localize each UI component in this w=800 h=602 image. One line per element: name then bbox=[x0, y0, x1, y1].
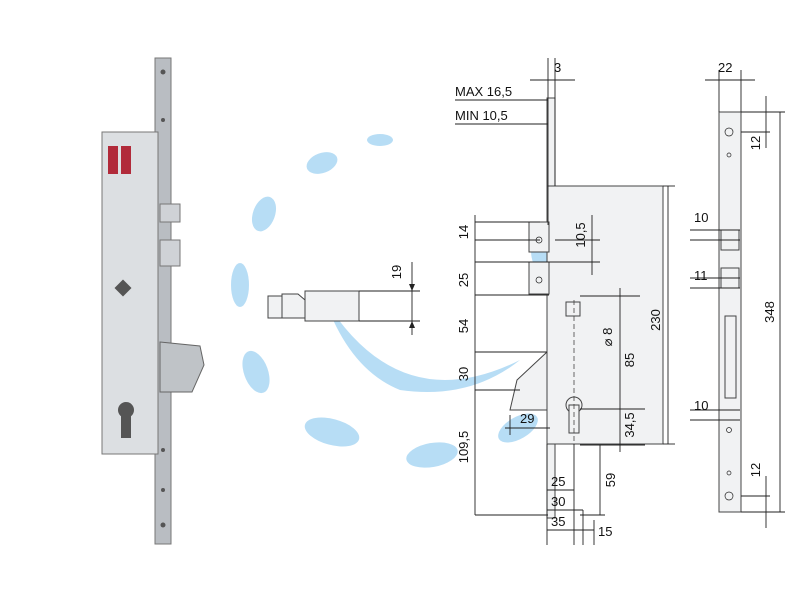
front-faceplate-drawing: 22 12 10 11 10 348 12 bbox=[690, 60, 785, 528]
dim-85: 85 bbox=[622, 353, 637, 367]
dim-11: 11 bbox=[694, 268, 708, 283]
dim-109-5: 109,5 bbox=[456, 431, 471, 464]
lock-photo bbox=[101, 57, 205, 545]
lock-case bbox=[101, 131, 159, 455]
side-elevation: MAX 16,5 MIN 10,5 3 14 25 54 30 109,5 10… bbox=[455, 58, 675, 545]
dim-29: 29 bbox=[520, 411, 534, 426]
dim-12-top: 12 bbox=[748, 136, 763, 150]
dim-max: MAX 16,5 bbox=[455, 84, 512, 99]
dim-30-bottom: 30 bbox=[551, 494, 565, 509]
dim-35: 35 bbox=[551, 514, 565, 529]
dim-230: 230 bbox=[648, 309, 663, 331]
dim-34-5: 34,5 bbox=[622, 412, 637, 437]
dim-min: MIN 10,5 bbox=[455, 108, 508, 123]
dim-22: 22 bbox=[718, 60, 732, 75]
dim-10-a: 10 bbox=[694, 210, 708, 225]
dim-348: 348 bbox=[762, 301, 777, 323]
dim-54: 54 bbox=[456, 319, 471, 333]
dim-10-5: 10,5 bbox=[573, 222, 588, 247]
dim-12-bottom: 12 bbox=[748, 463, 763, 477]
dim-59: 59 bbox=[603, 473, 618, 487]
dim-15: 15 bbox=[598, 524, 612, 539]
dim-14: 14 bbox=[456, 225, 471, 239]
dim-3: 3 bbox=[554, 60, 561, 75]
dim-25-bottom: 25 bbox=[551, 474, 565, 489]
dim-10-b: 10 bbox=[694, 398, 708, 413]
dim-25-left: 25 bbox=[456, 273, 471, 287]
dim-19: 19 bbox=[389, 265, 404, 279]
dim-30-left: 30 bbox=[456, 367, 471, 381]
dim-dia-8: ⌀ 8 bbox=[600, 328, 615, 347]
latch-detail: 19 bbox=[267, 262, 420, 335]
